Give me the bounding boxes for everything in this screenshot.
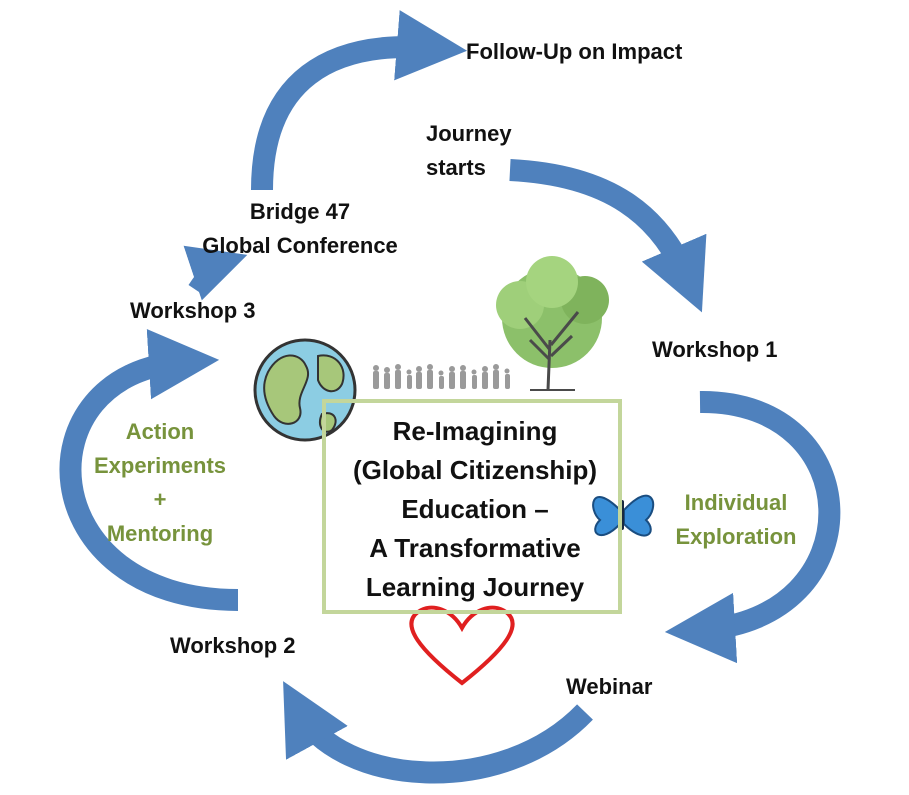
phase-action-line: + — [153, 487, 167, 512]
center-title-line: Re-Imagining — [392, 416, 558, 446]
phase-individual-line: Exploration — [675, 524, 797, 549]
stage-journey-start: Journey starts — [426, 117, 512, 185]
butterfly-icon — [592, 494, 655, 537]
phase-action-line: Action — [125, 419, 195, 444]
stage-workshop-2: Workshop 2 — [170, 633, 296, 658]
stage-workshop-1: Workshop 1 — [652, 337, 778, 362]
stage-webinar: Webinar — [566, 674, 653, 699]
phase-action-line: Experiments — [93, 453, 227, 478]
stage-journey-start-line: Journey — [426, 121, 512, 146]
stage-workshop-3: Workshop 3 — [130, 298, 256, 323]
arrow-workshop1-to-webinar — [664, 390, 841, 664]
phase-action-experiments: Action Experiments + Mentoring — [80, 415, 240, 551]
center-title-box — [322, 399, 622, 614]
center-title-line: Education – — [401, 494, 549, 524]
phase-individual-exploration: Individual Exploration — [656, 486, 816, 554]
center-title-line: Learning Journey — [365, 572, 585, 602]
tree-icon — [496, 256, 609, 391]
stage-bridge-line: Bridge 47 — [249, 199, 351, 224]
globe-icon — [253, 338, 357, 442]
stage-follow-up: Follow-Up on Impact — [466, 39, 683, 64]
arrow-webinar-to-workshop2 — [283, 681, 593, 784]
stage-bridge-line: Global Conference — [202, 233, 398, 258]
stage-journey-start-line: starts — [426, 155, 486, 180]
center-title: Re-Imagining (Global Citizenship) Educat… — [330, 412, 620, 607]
phase-action-line: Mentoring — [106, 521, 214, 546]
stage-bridge-conference: Bridge 47 Global Conference — [170, 195, 430, 263]
arrow-start-to-workshop1 — [509, 159, 707, 313]
arrow-workshop3-to-bridge — [183, 245, 248, 301]
center-title-line: (Global Citizenship) — [352, 455, 598, 485]
arrow-workshop2-to-workshop3 — [59, 329, 239, 611]
arrow-bridge-to-followup — [251, 10, 468, 191]
phase-individual-line: Individual — [684, 490, 788, 515]
heart-icon — [409, 605, 515, 686]
center-title-line: A Transformative — [369, 533, 581, 563]
people-crowd-icon — [373, 364, 510, 389]
